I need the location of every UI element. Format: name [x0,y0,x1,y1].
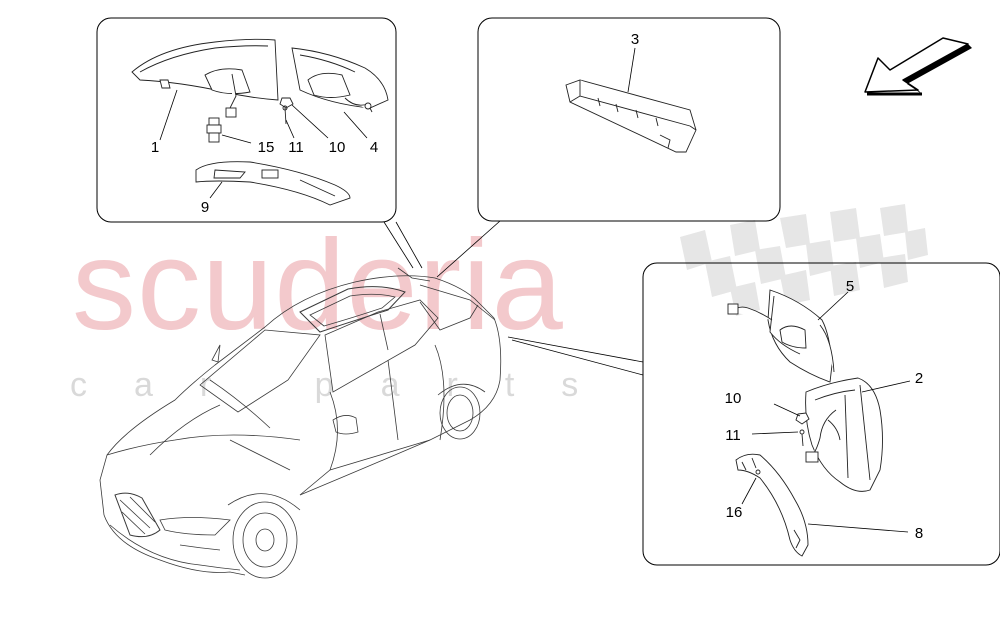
callout-4: 4 [369,139,379,156]
part-10-nut-left [279,97,294,109]
callout-5: 5 [845,278,855,295]
callout-9: 9 [200,199,210,216]
direction-arrow-icon [864,37,972,96]
part-9-trim-strip [195,161,351,206]
callout-10-right: 10 [724,390,742,407]
detail-box-right [642,262,1000,566]
part-8-side-trim [735,453,809,557]
part-15-bulb-holder [206,117,222,143]
detail-box-left [96,17,397,223]
leader-lines-right [741,291,911,533]
part-11-screw-left [282,105,288,125]
callout-16: 16 [725,504,743,521]
callout-2: 2 [914,370,924,387]
callout-11-left: 11 [288,139,304,156]
callout-10-left: 10 [328,139,346,156]
callout-11-right: 11 [725,427,741,444]
part-3-high-mount-stop-lamp [565,79,697,153]
callout-8: 8 [914,525,924,542]
part-2-outer-tail-light [805,377,883,492]
leader-lines-left [159,89,368,199]
leader-line-3 [627,47,636,93]
pointer-lines [383,220,644,376]
part-5-inner-tail-light [727,289,835,383]
part-1-tail-light-left [131,38,279,118]
callout-15: 15 [257,139,275,156]
detail-box-center [477,17,781,222]
part-11-screw-right [799,429,805,447]
vehicle-illustration [99,267,502,579]
watermark-car-parts: car parts [70,366,626,404]
callout-1: 1 [150,139,160,156]
checker-flag-watermark [680,204,928,316]
watermark-scuderia: scuderia [72,214,564,357]
callout-3: 3 [630,31,640,48]
part-4-tail-light-right [291,47,389,113]
